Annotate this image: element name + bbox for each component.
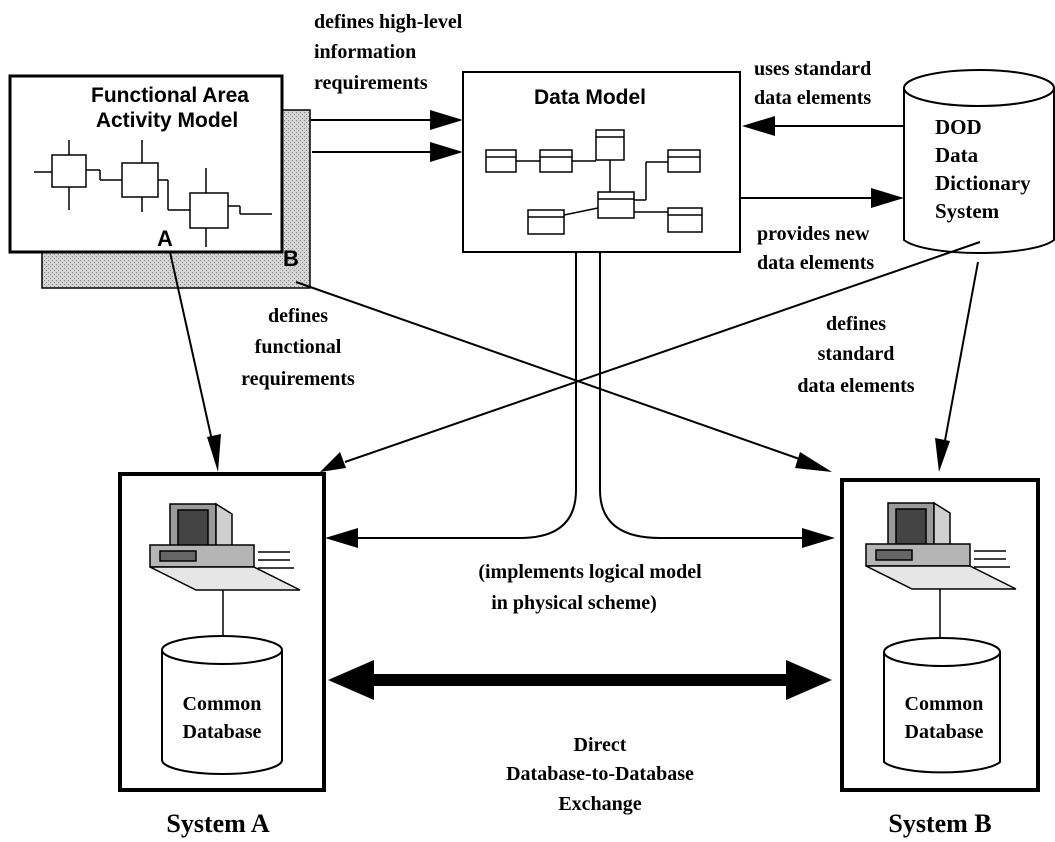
label-defines-high-level-1: defines high-level [314,11,463,33]
edge-labels: defines high-level information requireme… [241,11,915,815]
activity-mini-diagram [34,140,272,247]
system-a-db-label-1: Common [183,693,262,715]
arrowhead-activity-to-system-b [795,452,832,472]
system-b-db-label-1: Common [905,693,984,715]
label-defines-functional-2: functional [255,336,342,358]
system-b: Common Database System B [840,478,1040,838]
system-a-database: Common Database [161,635,283,775]
label-direct-exchange-1: Direct [574,734,627,756]
label-defines-high-level-3: requirements [314,72,428,94]
label-defines-functional-3: requirements [241,368,355,390]
system-a-title: System A [166,809,270,838]
activity-model-b-label: B [283,246,299,271]
activity-model: Functional Area Activity Model A B [8,74,311,289]
arrowhead-curve-to-system-a [325,528,358,548]
label-defines-standard-3: data elements [797,375,914,397]
label-defines-functional-1: defines [268,305,328,327]
dictionary-line-2: Data [935,143,979,167]
arrow-activity-to-system-a [169,251,214,446]
label-direct-exchange-3: Exchange [558,793,641,815]
label-uses-standard-2: data elements [754,87,871,109]
activity-model-title-line-2: Activity Model [96,109,238,132]
label-uses-standard-1: uses standard [754,58,871,80]
data-model-title: Data Model [534,86,646,109]
label-implements-1: (implements logical model [478,561,702,583]
system-a-frame [118,472,326,792]
label-provides-new-1: provides new [757,223,870,245]
arrowhead-activity-to-datamodel-2 [430,142,463,162]
system-b-db-label-2: Database [905,721,984,743]
label-direct-exchange-2: Database-to-Database [506,763,694,785]
dod-dictionary-cylinder: DOD Data Dictionary System [903,69,1055,255]
arrowhead-curve-to-system-b [802,528,835,548]
label-defines-standard-1: defines [826,313,886,335]
activity-model-a-label: A [157,226,173,251]
dictionary-line-3: Dictionary [935,171,1031,195]
label-defines-high-level-2: information [314,41,416,63]
label-implements-2: in physical scheme) [491,592,657,614]
direct-exchange-arrow [328,660,832,700]
data-model-entities [485,129,703,235]
system-b-database: Common Database [883,637,1001,774]
arrowhead-dictionary-to-system-a [320,452,346,472]
arrow-activity-to-system-b [295,281,809,463]
dictionary-line-4: System [935,199,1000,223]
arrow-dictionary-to-system-a [344,241,981,463]
label-provides-new-2: data elements [757,252,874,274]
arrowhead-activity-to-system-a [207,434,221,472]
curve-datamodel-to-system-b [599,252,805,539]
arrowhead-activity-to-datamodel-1 [430,110,463,130]
system-a-computer-icon [149,502,301,591]
system-a: Common Database System A [118,472,326,838]
label-defines-standard-2: standard [818,343,895,365]
dictionary-line-1: DOD [935,115,982,139]
curve-datamodel-to-system-a [355,252,577,539]
connectors [169,110,981,548]
data-model: Data Model [462,71,741,253]
arrowhead-dictionary-to-system-b [935,438,950,472]
system-b-frame [840,478,1040,792]
arrowhead-dictionary-to-datamodel [742,116,775,136]
system-b-computer-icon [865,501,1017,590]
system-b-title: System B [888,809,991,838]
activity-model-title-line-1: Functional Area [91,84,249,107]
arrow-dictionary-to-system-b [943,261,979,447]
arrowhead-datamodel-to-dictionary [871,188,904,208]
system-a-db-label-2: Database [183,721,262,743]
